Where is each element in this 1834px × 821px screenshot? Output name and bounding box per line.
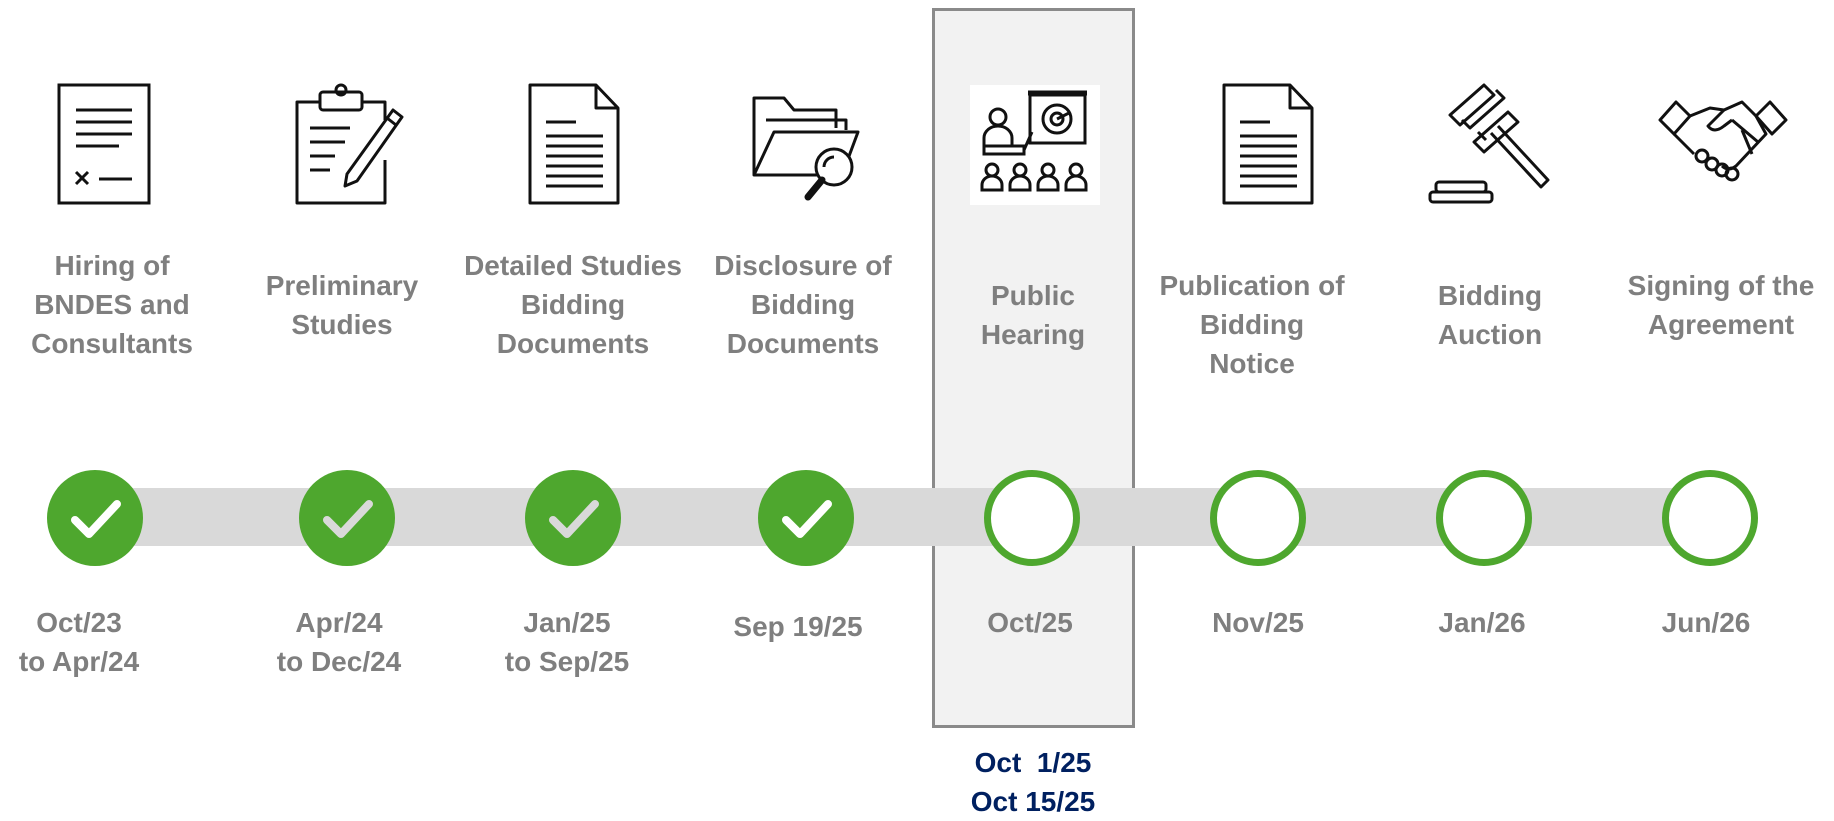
step-date: Nov/25 xyxy=(1212,607,1304,638)
step-title: Bidding Auction xyxy=(1437,280,1543,350)
step-date: Jan/26 xyxy=(1438,607,1526,638)
clipboard-pencil-icon xyxy=(275,80,405,210)
checkmark-icon xyxy=(549,500,599,538)
step-date: Jan/25 to Sep/25 xyxy=(504,607,630,677)
checkmark-icon xyxy=(71,500,121,538)
presentation-audience-icon xyxy=(970,80,1100,210)
gavel-icon xyxy=(1428,80,1558,210)
status-pending-node xyxy=(1662,470,1758,566)
folder-search-icon xyxy=(738,80,868,210)
document-icon xyxy=(1202,80,1332,210)
hearing-start-date: Oct 1/25 xyxy=(974,747,1092,778)
status-pending-node xyxy=(984,470,1080,566)
public-hearing-dates: Oct 1/25 Oct 15/25 xyxy=(933,743,1133,821)
hearing-end-date: Oct 15/25 xyxy=(970,786,1096,817)
handshake-icon xyxy=(1658,80,1788,210)
step-title: Hiring of BNDES and Consultants xyxy=(31,250,193,359)
status-done-node xyxy=(47,470,143,566)
status-pending-node xyxy=(1210,470,1306,566)
step-title: Disclosure of Bidding Documents xyxy=(714,250,892,359)
step-title: Publication of Bidding Notice xyxy=(1159,270,1345,379)
contract-icon xyxy=(39,80,169,210)
status-done-node xyxy=(525,470,621,566)
step-title: Preliminary Studies xyxy=(265,270,419,340)
step-date: Oct/25 xyxy=(987,607,1073,638)
checkmark-icon xyxy=(323,500,373,538)
step-title: Signing of the Agreement xyxy=(1627,270,1815,340)
step-title: Detailed Studies Bidding Documents xyxy=(464,250,682,359)
checkmark-icon xyxy=(782,500,832,538)
step-date: Apr/24 to Dec/24 xyxy=(276,607,402,677)
step-date: Sep 19/25 xyxy=(733,611,863,642)
status-done-node xyxy=(299,470,395,566)
status-done-node xyxy=(758,470,854,566)
step-date: Jun/26 xyxy=(1661,607,1751,638)
document-icon xyxy=(508,80,638,210)
step-title: Public Hearing xyxy=(980,280,1086,350)
step-date: Oct/23 to Apr/24 xyxy=(18,607,140,677)
status-pending-node xyxy=(1436,470,1532,566)
